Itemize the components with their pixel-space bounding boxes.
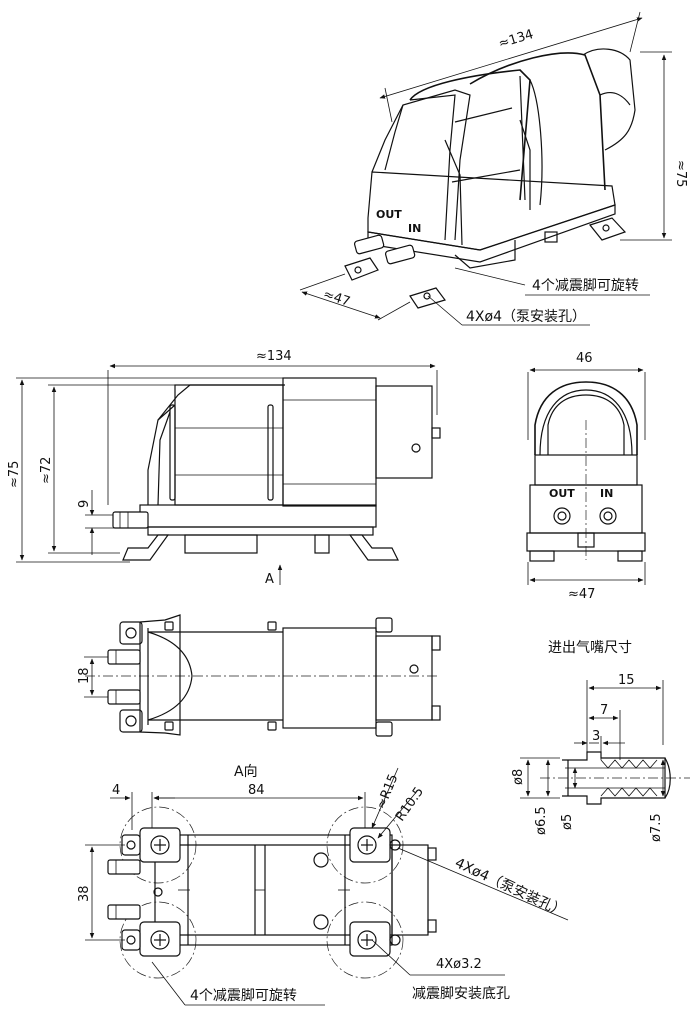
bottom-view-title: A向: [234, 764, 258, 780]
iso-width-label: ≈47: [321, 287, 352, 310]
nozzle-length-7-label: 7: [600, 703, 608, 718]
view-direction-label: A: [265, 572, 274, 587]
screw-icon: [357, 835, 377, 855]
side-length-label: ≈134: [256, 349, 292, 364]
front-port-in-label: IN: [600, 487, 613, 500]
nozzle-d65-label: ø6.5: [534, 806, 549, 835]
iso-foot: [344, 257, 379, 281]
nozzle-d8-label: ø8: [511, 769, 526, 785]
bottom-offset-label: 4: [112, 783, 120, 798]
bottom-span-label: 84: [248, 783, 265, 798]
side-height-total-label: ≈75: [7, 461, 22, 488]
nozzle-d5-label: ø5: [560, 814, 575, 830]
iso-length-label: ≈134: [497, 27, 536, 52]
iso-height-label: ≈75: [673, 160, 688, 187]
bottom-note-holes: 4Xø4（泵安装孔）: [452, 855, 568, 920]
screw-icon: [150, 930, 170, 950]
iso-width-dimension-line: [301, 291, 381, 319]
side-foot-right: [348, 534, 399, 561]
nozzle-detail: 进出气嘴尺寸 15 7 3 ø8 ø6.5 ø5 ø7.5: [511, 640, 690, 842]
side-foot-left: [122, 534, 170, 561]
iso-foot: [409, 287, 446, 309]
side-height-body-label: ≈72: [39, 457, 54, 484]
nozzle-length-3-label: 3: [592, 729, 600, 744]
screw-icon: [357, 930, 377, 950]
isometric-view: ≈134 ≈75 OUT IN: [299, 11, 688, 326]
front-top-width-label: 46: [576, 351, 593, 366]
screw-icon: [150, 835, 170, 855]
iso-port-out-label: OUT: [376, 208, 402, 221]
front-port-out-label: OUT: [549, 487, 575, 500]
bottom-note-bottom-holes-desc: 减震脚安装底孔: [412, 986, 510, 1002]
bottom-note-bottom-holes: 4Xø3.2: [436, 957, 482, 972]
bottom-feet-spacing-label: 38: [77, 885, 92, 902]
top-view: 18: [77, 614, 441, 737]
iso-length-dimension-line: [379, 17, 643, 99]
side-port-height-label: 9: [77, 500, 92, 508]
iso-note-feet: 4个减震脚可旋转: [532, 278, 639, 294]
top-port-spacing-label: 18: [77, 667, 92, 684]
iso-port-in-label: IN: [408, 222, 421, 235]
bottom-view: A向 4 84: [77, 764, 569, 1006]
front-base-width-label: ≈47: [568, 587, 595, 602]
iso-foot: [588, 217, 627, 241]
front-view: 46 OUT IN ≈47: [526, 351, 646, 602]
nozzle-d75-label: ø7.5: [649, 813, 664, 842]
bottom-r15-label: ≈R15: [374, 772, 402, 811]
bottom-note-feet: 4个减震脚可旋转: [190, 988, 297, 1004]
bottom-r105-label: R10.5: [393, 785, 427, 825]
nozzle-length-15-label: 15: [618, 673, 635, 688]
nozzle-detail-title: 进出气嘴尺寸: [548, 640, 632, 656]
iso-note-holes: 4Xø4（泵安装孔）: [466, 309, 586, 325]
side-view: ≈134 ≈75 ≈72 9: [7, 349, 441, 587]
